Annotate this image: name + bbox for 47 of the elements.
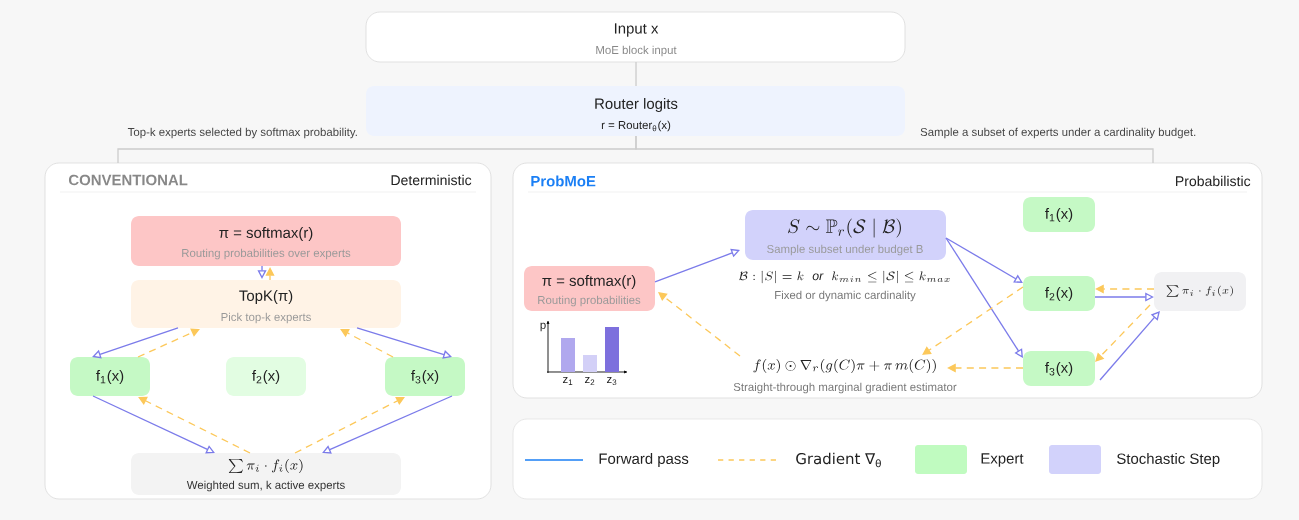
arrow [92, 327, 179, 359]
arrow [356, 327, 452, 359]
arrow [1099, 311, 1160, 381]
node-label: $\mathcal{B} : |S| = k \;\; \mathit{or} \;\; k_{min} \leq |\mathcal{S}| \leq k_{max}$ [739, 270, 950, 284]
sampling-box: $S \sim \mathbb{P}_r(\mathcal{S} \mid \mathcal{B})$ Sample subset under budget B [745, 210, 946, 260]
softmax-box: π = softmax(r) Routing probabilities over experts [131, 216, 401, 266]
arrow [1095, 304, 1151, 362]
axis-label: z$_{2}$ [584, 377, 595, 385]
arrow [658, 292, 741, 357]
expert-box: f$_{1}$(x) [1023, 197, 1095, 232]
arrow [945, 237, 1023, 358]
legend-label: Stochastic Step [1117, 453, 1220, 467]
arrow [92, 395, 215, 454]
expert-box: f$_{3}$(x) [1023, 351, 1095, 386]
weighted-sum-box: $\sum \pi_i \cdot f_i(x)$ Weighted sum, k active experts [131, 453, 401, 495]
expert-box: f$_{3}$(x) [385, 357, 465, 396]
input-box: Input x MoE block input [365, 11, 906, 63]
arrow [137, 328, 200, 358]
topk-box: TopK(π) Pick top-k experts [131, 280, 401, 328]
legend-label: Gradient ∇$_{θ}$ [796, 452, 881, 468]
arrow [340, 329, 394, 358]
legend-label: Forward pass [599, 453, 689, 467]
expert-box: f$_{1}$(x) [70, 357, 150, 396]
arrow [1095, 284, 1155, 294]
formula: $f(x) \odot \nabla_r (g(C)\pi + \pi\, m(C))$ [753, 359, 936, 373]
softmax-box: π = softmax(r) Routing probabilities [524, 266, 655, 311]
expert-box: f$_{2}$(x) [1023, 276, 1095, 311]
arrow [654, 248, 740, 283]
weighted-sum-box: $\sum \pi_i \cdot f_i(x)$ [1154, 272, 1246, 311]
arrow [322, 395, 453, 454]
node-label: Fixed or dynamic cardinality [775, 290, 916, 302]
arrow [922, 286, 1024, 355]
legend-label: Expert [981, 453, 1024, 467]
expert-box: f$_{2}$(x) [226, 357, 306, 396]
axis-label: z$_{1}$ [562, 377, 573, 385]
node-label: Straight-through marginal gradient estimator [733, 382, 957, 394]
connector-line [635, 135, 1154, 164]
arrow [138, 396, 251, 454]
arrow [294, 396, 405, 454]
arrow [265, 267, 275, 281]
axis-label: p [540, 322, 546, 332]
arrow [945, 237, 1023, 283]
router-box: Router logits r = Router$_{θ}$(x) [366, 86, 905, 136]
arrow [947, 363, 1024, 373]
axis-label: z$_{3}$ [606, 376, 617, 386]
arrow [257, 265, 267, 279]
arrow [1094, 292, 1154, 302]
